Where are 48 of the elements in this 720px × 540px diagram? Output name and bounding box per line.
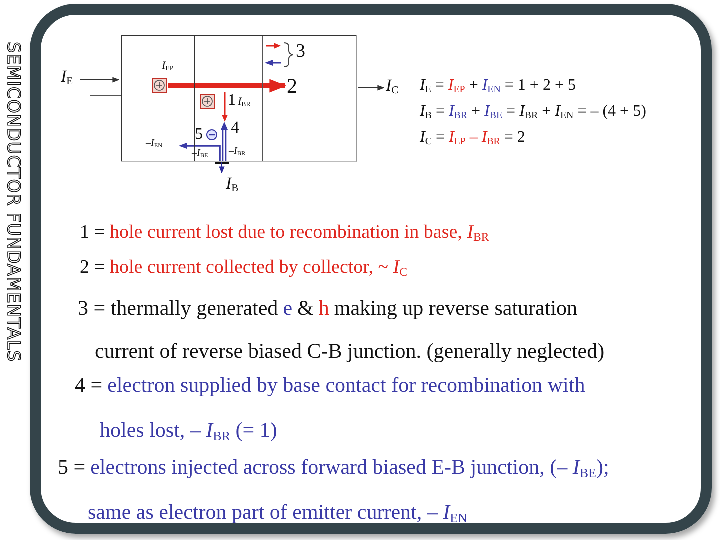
callout-number: 4 — [231, 119, 240, 138]
callout-number: 1 — [228, 92, 236, 110]
definition-text: h — [318, 296, 330, 320]
current-label: I$_{BR}$ — [238, 96, 251, 108]
current-label: I$_{EP}$ — [162, 60, 174, 72]
equation-text: I$_{E}$ = — [420, 77, 444, 96]
definition-text: hole current lost due to recombination in base, I$_{BR}$ — [110, 222, 490, 244]
current-label: –I$_{BR}$ — [229, 146, 246, 157]
callout-number: 3 — [296, 42, 306, 63]
equation-text: I$_{BE}$ — [484, 103, 503, 122]
equation-text: I$_{B}$ = — [420, 103, 445, 122]
definition-text: e — [283, 296, 293, 320]
equation-text: I$_{EP}$ — [448, 77, 466, 96]
current-symbol: I$_{C}$ — [386, 77, 399, 96]
definition-text: 1 = — [80, 222, 105, 244]
side-title: SEMICONDUCTOR FUNDAMENTALS — [2, 42, 24, 364]
equation-text: = I$_{BR}$ + I$_{EN}$ = – (4 + 5) — [506, 103, 646, 122]
definition-text: 5 = — [58, 455, 86, 480]
definition-text: holes lost, – I$_{BR}$ (= 1) — [100, 418, 278, 442]
definition-text: hole current collected by collector, ~ I$_{C}$ — [110, 257, 408, 279]
arrow — [358, 85, 385, 91]
equation-text: + — [469, 77, 478, 96]
equation-text: = 2 — [504, 129, 526, 148]
hole-icon — [152, 78, 167, 93]
current-label: –I$_{EN}$ — [146, 138, 163, 149]
current-symbol: I$_{E}$ — [61, 68, 74, 87]
equation-text: I$_{EP}$ – I$_{BR}$ — [448, 129, 500, 148]
current-symbol: I$_{B}$ — [226, 175, 239, 194]
arrow — [219, 162, 225, 174]
definition-text: same as electron part of emitter current, – I$_{EN}$ — [88, 500, 468, 524]
definition-text: electron supplied by base contact for recombination with — [108, 373, 586, 398]
callout-number: 2 — [287, 75, 298, 98]
definition-text: making up reverse saturation — [334, 296, 578, 320]
equation-text: I$_{C}$ = — [420, 129, 445, 148]
equation-text: I$_{EN}$ — [482, 77, 501, 96]
arrow — [80, 77, 120, 83]
definition-text: 4 = — [75, 373, 103, 398]
definition-text: 2 = — [80, 257, 105, 279]
equation-text: I$_{BR}$ — [448, 103, 468, 122]
definition-text: current of reverse biased C-B junction. (generally neglected) — [95, 339, 605, 364]
equation-text: + — [472, 103, 481, 122]
definition-text: & — [298, 296, 314, 320]
equation-text: = 1 + 2 + 5 — [504, 77, 576, 96]
callout-number: 5 — [195, 126, 203, 144]
current-label: –I$_{BE}$ — [192, 148, 208, 159]
arrow — [168, 79, 287, 93]
definition-text: electrons injected across forward biased E-B junction, (– I$_{BE}$); — [90, 455, 610, 480]
definition-text: 3 = thermally generated — [78, 296, 278, 320]
